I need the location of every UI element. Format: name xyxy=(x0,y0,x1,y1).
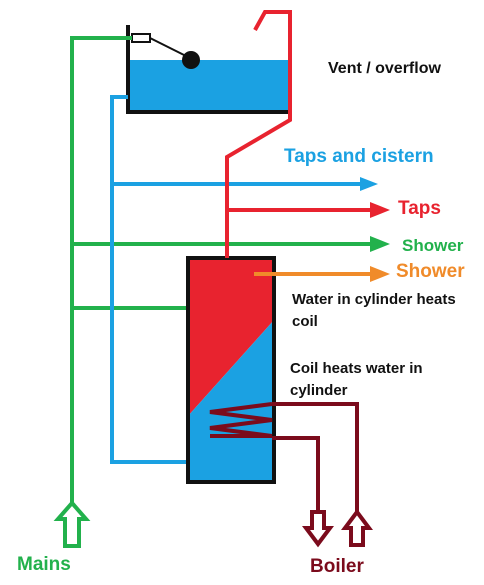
cylinder-cold-water xyxy=(188,320,274,482)
mains-label: Mains xyxy=(17,554,71,575)
water-heats-coil-line2: coil xyxy=(292,313,318,330)
hot-shower-label: Shower xyxy=(396,261,465,282)
water-heats-coil-label: Water in cylinder heats coil xyxy=(292,289,456,333)
float-arm xyxy=(149,37,191,59)
cold-shower-arrowhead xyxy=(370,236,390,252)
cistern-water xyxy=(128,60,290,110)
vent-overflow-label: Vent / overflow xyxy=(328,60,441,77)
hot-shower-arrowhead xyxy=(370,266,390,282)
mains-pipework xyxy=(70,36,372,503)
cylinder-outline xyxy=(186,256,276,484)
boiler-flow-pipe xyxy=(272,402,359,512)
boiler-return-arrow-icon xyxy=(302,510,334,548)
boiler-circuit xyxy=(209,402,359,512)
ballcock-float-icon xyxy=(182,51,200,69)
mains-inlet-arrow-icon xyxy=(53,499,91,548)
cistern-to-cylinder-pipe xyxy=(110,95,188,464)
water-heats-coil-line1: Water in cylinder heats xyxy=(292,291,456,308)
cold-feed-pipework xyxy=(110,95,362,464)
boiler-flow-arrow-icon xyxy=(341,508,373,547)
hot-taps-arrowhead xyxy=(370,202,390,218)
mains-riser-pipe xyxy=(70,36,132,503)
cylinder-hot-water xyxy=(188,258,274,416)
hot-water-cylinder xyxy=(186,256,276,484)
hot-pipework xyxy=(225,10,372,258)
boiler-return-pipe xyxy=(272,436,320,512)
float-valve-body xyxy=(131,33,151,43)
taps-label: Taps xyxy=(398,198,441,219)
coil-heats-water-label: Coil heats water in cylinder xyxy=(290,358,423,402)
taps-and-cistern-label: Taps and cistern xyxy=(284,146,434,167)
coil-heats-water-line2: cylinder xyxy=(290,382,348,399)
cistern xyxy=(126,25,292,114)
lower-heat-coil xyxy=(209,402,273,438)
coil-heats-water-line1: Coil heats water in xyxy=(290,360,423,377)
taps-and-cistern-arrowhead xyxy=(360,177,378,191)
boiler-label: Boiler xyxy=(310,556,364,577)
vent-overflow-pipe xyxy=(225,10,292,258)
cold-shower-label: Shower xyxy=(402,236,464,255)
